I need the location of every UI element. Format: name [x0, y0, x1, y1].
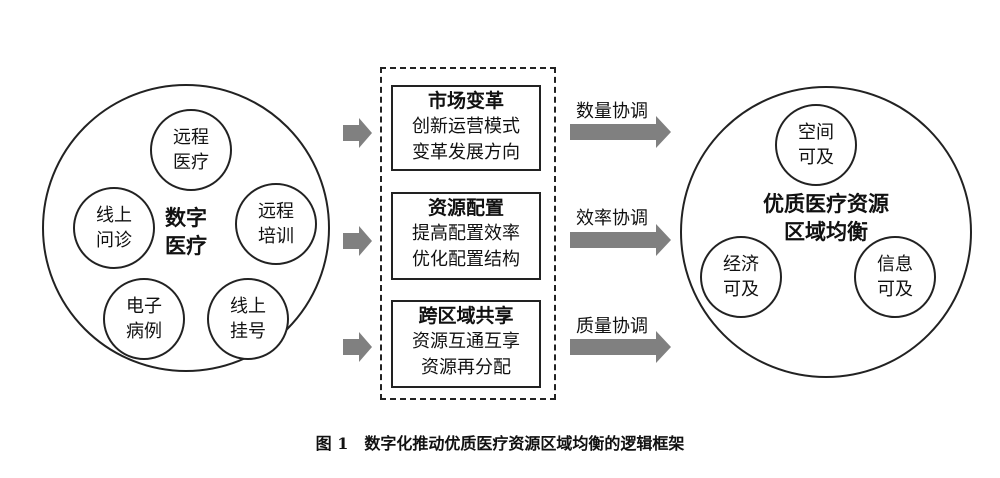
box-line1: 资源互通互享 [412, 331, 520, 352]
item-line2: 病例 [126, 321, 162, 342]
item-line2: 挂号 [230, 321, 266, 342]
spatial-access-circle: 空间 可及 [775, 104, 857, 186]
electronic-records-circle: 电子 病例 [103, 278, 185, 360]
information-access-circle: 信息 可及 [854, 236, 936, 318]
figure-title: 数字化推动优质医疗资源区域均衡的逻辑框架 [364, 434, 685, 453]
item-line2: 问诊 [96, 230, 132, 251]
item-line1: 远程 [173, 127, 209, 148]
item-line2: 可及 [723, 279, 759, 300]
arrow-left-top [343, 118, 372, 148]
arrow-right-top [570, 116, 671, 148]
remote-medical-circle: 远程 医疗 [150, 109, 232, 191]
item-line1: 线上 [230, 296, 266, 317]
remote-training-circle: 远程 培训 [235, 183, 317, 265]
item-line2: 培训 [258, 226, 294, 247]
item-line1: 电子 [126, 296, 162, 317]
item-line1: 信息 [877, 254, 913, 275]
arrow-right-bottom [570, 331, 671, 363]
economic-access-circle: 经济 可及 [700, 236, 782, 318]
box-heading: 资源配置 [427, 197, 504, 219]
cross-region-sharing-box: 跨区域共享 资源互通互享 资源再分配 [391, 300, 541, 388]
box-line2: 优化配置结构 [412, 249, 520, 270]
efficiency-coordination-label: 效率协调 [576, 208, 648, 229]
item-line1: 经济 [723, 254, 759, 275]
figure-number: 图 1 [315, 434, 349, 453]
digital-health-title-line1: 数字 [165, 205, 207, 230]
arrow-left-middle [343, 226, 372, 256]
box-heading: 跨区域共享 [418, 305, 514, 327]
balanced-resources-title-line2: 区域均衡 [784, 219, 868, 244]
box-line2: 资源再分配 [421, 357, 511, 378]
quantity-coordination-label: 数量协调 [576, 101, 648, 122]
box-line1: 提高配置效率 [412, 223, 520, 244]
item-line1: 线上 [96, 205, 132, 226]
box-line1: 创新运营模式 [412, 116, 520, 137]
mechanism-group [380, 67, 556, 400]
item-line2: 可及 [798, 147, 834, 168]
box-heading: 市场变革 [427, 90, 504, 112]
item-line2: 可及 [877, 279, 913, 300]
quality-coordination-label: 质量协调 [576, 316, 648, 337]
arrow-left-bottom [343, 332, 372, 362]
online-consultation-circle: 线上 问诊 [73, 187, 155, 269]
item-line1: 远程 [258, 201, 294, 222]
box-line2: 变革发展方向 [412, 142, 520, 163]
item-line1: 空间 [798, 122, 834, 143]
resource-allocation-box: 资源配置 提高配置效率 优化配置结构 [391, 192, 541, 280]
digital-health-title-line2: 医疗 [165, 233, 207, 258]
figure-caption: 图 1 数字化推动优质医疗资源区域均衡的逻辑框架 [0, 430, 1000, 454]
balanced-resources-title: 优质医疗资源 区域均衡 [736, 190, 916, 246]
arrow-right-middle [570, 224, 671, 256]
item-line2: 医疗 [173, 152, 209, 173]
market-reform-box: 市场变革 创新运营模式 变革发展方向 [391, 85, 541, 171]
digital-health-title: 数字 医疗 [156, 204, 216, 260]
balanced-resources-title-line1: 优质医疗资源 [763, 191, 889, 216]
online-registration-circle: 线上 挂号 [207, 278, 289, 360]
